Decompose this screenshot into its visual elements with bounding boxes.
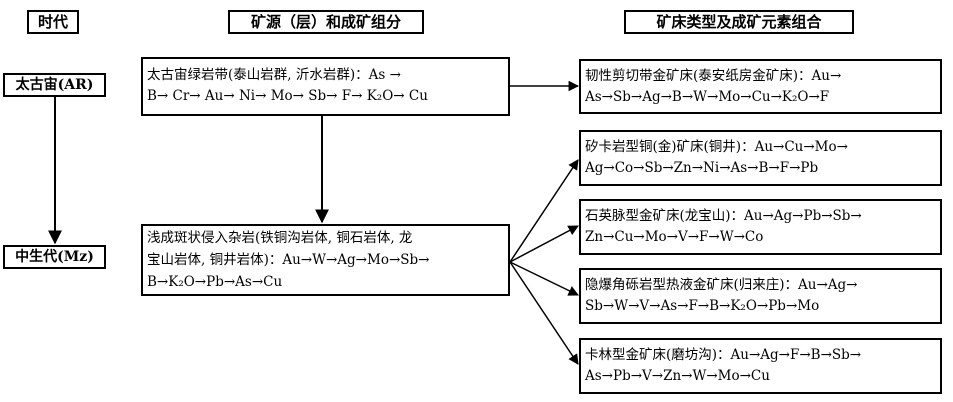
- deposit-cryptoexplosive-breccia-gold: 隐爆角砾岩型热液金矿床(归来庄)：Au→Ag→ Sb→W→V→As→F→B→K₂…: [579, 268, 942, 324]
- header-source: 矿源（层）和成矿组分: [228, 10, 424, 34]
- arrow-intrusive-to-deposit-3: [509, 225, 579, 263]
- deposit-1-line2: As→Sb→Ag→B→W→Mo→Cu→K₂O→F: [585, 89, 830, 105]
- arrow-intrusive-to-deposit-5: [509, 261, 579, 365]
- arrow-intrusive-to-deposit-2: [509, 159, 579, 263]
- deposit-quartz-vein-gold: 石英脉型金矿床(龙宝山)：Au→Ag→Pb→Sb→ Zn→Cu→Mo→V→F→W…: [579, 199, 942, 255]
- deposit-3-line2: Zn→Cu→Mo→V→F→W→Co: [585, 229, 764, 245]
- deposit-1-line1: 韧性剪切带金矿床(泰安纸房金矿床)：Au→: [585, 68, 842, 84]
- source-intrusive-line1: 浅成斑状侵入杂岩(铁铜沟岩体, 铜石岩体, 龙: [147, 230, 413, 246]
- source-greenstone-line1: 太古宙绿岩带(泰山岩群, 沂水岩群)：As →: [147, 67, 401, 83]
- source-greenstone-line2: B→ Cr→ Au→ Ni→ Mo→ Sb→ F→ K₂O→ Cu: [147, 88, 428, 104]
- deposit-4-line1: 隐爆角砾岩型热液金矿床(归来庄)：Au→Ag→: [585, 277, 858, 293]
- arrow-intrusive-to-deposit-4: [509, 261, 579, 296]
- source-intrusive-complex: 浅成斑状侵入杂岩(铁铜沟岩体, 铜石岩体, 龙 宝山岩体, 铜井岩体)：Au→W…: [141, 224, 510, 296]
- source-intrusive-line3: B→K₂O→Pb→As→Cu: [147, 274, 283, 290]
- deposit-5-line2: As→Pb→V→Zn→W→Mo→Cu: [585, 368, 770, 384]
- deposit-4-line2: Sb→W→V→As→F→B→K₂O→Pb→Mo: [585, 298, 820, 314]
- source-intrusive-line2: 宝山岩体, 铜井岩体)：Au→W→Ag→Mo→Sb→: [147, 252, 430, 268]
- deposit-5-line1: 卡林型金矿床(磨坊沟)：Au→Ag→F→B→Sb→: [585, 347, 862, 363]
- deposit-skarn-copper-gold: 矽卡岩型铜(金)矿床(铜井)：Au→Cu→Mo→ Ag→Co→Sb→Zn→Ni→…: [579, 130, 942, 186]
- deposit-ductile-shear-gold: 韧性剪切带金矿床(泰安纸房金矿床)：Au→ As→Sb→Ag→B→W→Mo→Cu…: [579, 59, 942, 114]
- era-archean: 太古宙(AR): [3, 73, 106, 97]
- header-era: 时代: [27, 10, 79, 34]
- era-mesozoic: 中生代(Mz): [3, 245, 106, 269]
- deposit-2-line2: Ag→Co→Sb→Zn→Ni→As→B→F→Pb: [585, 160, 819, 176]
- source-greenstone-belt: 太古宙绿岩带(泰山岩群, 沂水岩群)：As → B→ Cr→ Au→ Ni→ M…: [141, 57, 510, 116]
- header-deposit: 矿床类型及成矿元素组合: [624, 10, 854, 34]
- deposit-3-line1: 石英脉型金矿床(龙宝山)：Au→Ag→Pb→Sb→: [585, 208, 862, 224]
- deposit-2-line1: 矽卡岩型铜(金)矿床(铜井)：Au→Cu→Mo→: [585, 139, 848, 155]
- deposit-carlin-gold: 卡林型金矿床(磨坊沟)：Au→Ag→F→B→Sb→ As→Pb→V→Zn→W→M…: [579, 338, 942, 394]
